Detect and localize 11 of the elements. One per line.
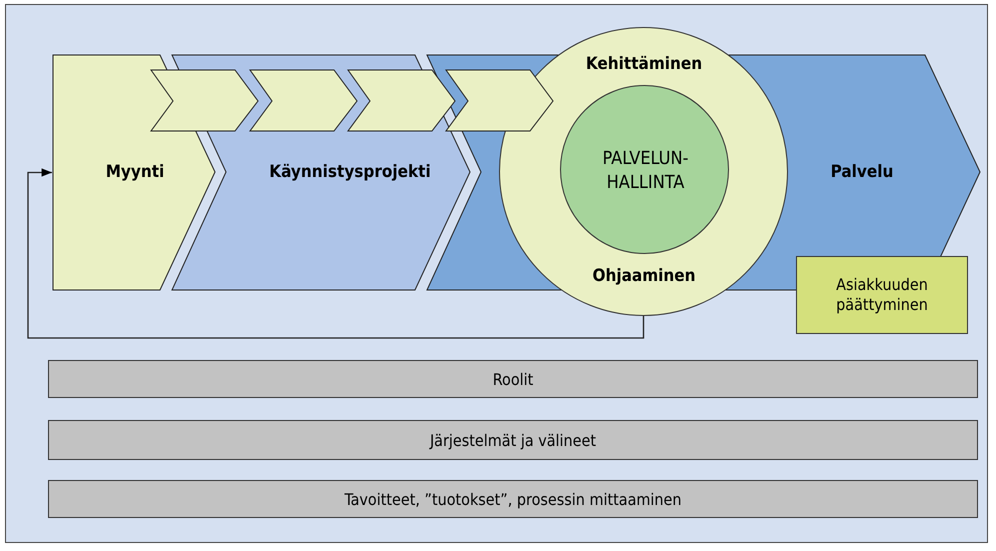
ring-label: Ohjaaminen <box>592 266 696 286</box>
stage-label: Käynnistysprojekti <box>269 162 431 182</box>
category-bar: Roolit <box>48 360 978 398</box>
ring-label: Kehittäminen <box>586 54 702 74</box>
stage-label: Palvelu <box>830 162 894 182</box>
category-bar: Tavoitteet, ”tuotokset”, prosessin mittaaminen <box>48 480 978 518</box>
status-box: Asiakkuuden päättyminen <box>796 256 968 334</box>
stage-label: Myynti <box>106 162 164 182</box>
category-bar: Järjestelmät ja välineet <box>48 420 978 460</box>
feedback-arrow <box>27 168 644 339</box>
center-label: PALVELUN- HALLINTA <box>602 146 690 194</box>
